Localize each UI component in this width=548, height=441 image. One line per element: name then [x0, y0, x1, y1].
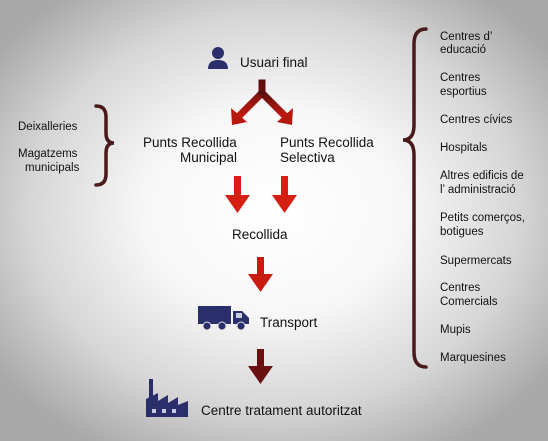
- user-icon: [207, 46, 229, 75]
- right-item-supermercats: Supermercats: [440, 255, 512, 267]
- treatment-label: Centre tratament autoritzat: [201, 403, 362, 418]
- left-item-magatzems: Magatzems: [18, 148, 78, 160]
- truck-icon: [198, 305, 250, 336]
- right-item-comercials-line2: Comercials: [440, 296, 498, 308]
- right-item-esportius-line2: esportius: [440, 86, 487, 98]
- left-item-deixalleries: Deixalleries: [18, 121, 78, 133]
- arrow-down-collection: [248, 257, 273, 292]
- arrow-down-left: [225, 176, 250, 213]
- split-arrow: [235, 79, 289, 120]
- right-item-administracio-line2: l’ administració: [440, 184, 516, 196]
- right-item-esportius-line1: Centres: [440, 72, 481, 84]
- left-brace: [94, 104, 115, 187]
- right-item-civics: Centres cívics: [440, 114, 513, 126]
- transport-label: Transport: [260, 315, 318, 330]
- point-selective-line2: Selectiva: [280, 150, 335, 165]
- right-item-marquesines: Marquesines: [440, 352, 506, 364]
- user-label: Usuari final: [240, 55, 308, 70]
- factory-icon: [146, 377, 188, 422]
- point-municipal-line1: Punts Recollida: [143, 135, 237, 150]
- point-municipal-line2: Municipal: [180, 150, 238, 165]
- right-item-comercos-line2: botigues: [440, 226, 484, 238]
- right-item-administracio-line1: Altres edificis de: [440, 170, 524, 182]
- right-brace: [402, 27, 428, 369]
- collection-label: Recollida: [232, 227, 288, 242]
- arrow-down-transport: [248, 349, 273, 384]
- right-item-comercos-line1: Petits comerços,: [440, 212, 525, 224]
- arrow-down-right: [272, 176, 297, 213]
- right-item-comercials-line1: Centres: [440, 282, 481, 294]
- point-selective-line1: Punts Recollida: [280, 135, 374, 150]
- right-item-mupis: Mupis: [440, 324, 471, 336]
- right-item-hospitals: Hospitals: [440, 142, 488, 154]
- left-item-municipals: municipals: [25, 162, 80, 174]
- right-item-educacio-line1: Centres d’: [440, 31, 493, 43]
- right-item-educacio-line2: educació: [440, 44, 487, 56]
